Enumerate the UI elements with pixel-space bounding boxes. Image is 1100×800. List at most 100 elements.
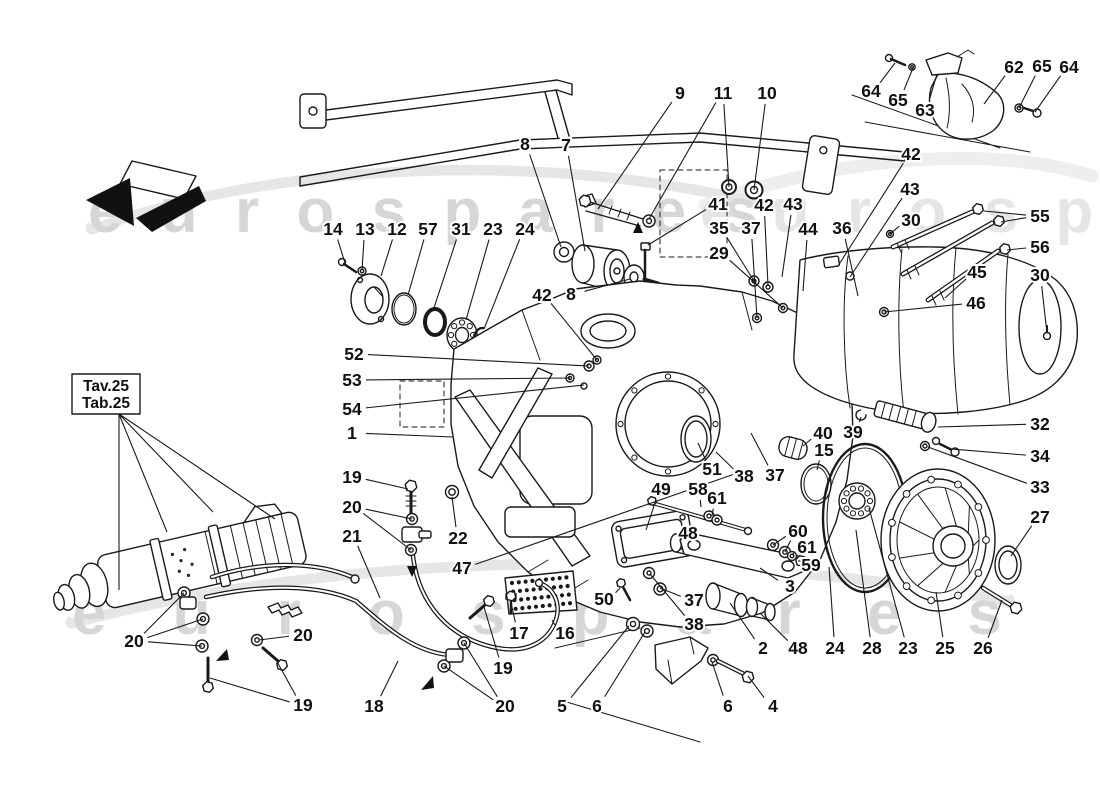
leader-line: [570, 625, 630, 698]
leader-line: [365, 377, 571, 381]
callout-33: 33: [1030, 477, 1050, 497]
callout-24: 24: [825, 638, 845, 658]
leader-line: [365, 508, 413, 520]
callout-16: 16: [555, 623, 575, 643]
callout-53: 53: [342, 370, 362, 390]
leader-line: [764, 215, 769, 287]
callout-20: 20: [495, 696, 515, 716]
callout-42: 42: [532, 285, 552, 305]
callout-48: 48: [678, 523, 698, 543]
callout-39: 39: [843, 422, 863, 442]
leader-line: [529, 154, 562, 248]
leader-line: [465, 239, 490, 321]
leader-line: [597, 101, 673, 210]
tav-line: Tav.25: [83, 378, 129, 395]
callout-23: 23: [898, 638, 918, 658]
heat-shield-assembly: [884, 49, 1042, 140]
callout-54: 54: [342, 399, 362, 419]
leader-line: [729, 259, 784, 309]
shield-screw-left-icon: [884, 53, 907, 67]
callout-19: 19: [493, 658, 513, 678]
leader-line: [567, 155, 586, 252]
leader-line: [550, 303, 598, 361]
callout-61: 61: [797, 537, 817, 557]
leader-line: [584, 278, 631, 292]
leader-line: [1041, 285, 1048, 334]
callout-2: 2: [758, 638, 768, 658]
callout-9: 9: [675, 83, 685, 103]
leader-line: [697, 442, 706, 460]
leader-line: [645, 499, 657, 531]
leader-line: [258, 635, 290, 641]
callout-48: 48: [788, 638, 808, 658]
callout-22: 22: [448, 528, 468, 548]
leader-line: [750, 432, 769, 466]
tab-line: Tab.25: [82, 395, 130, 412]
callout-1: 1: [347, 423, 357, 443]
callout-57: 57: [418, 219, 437, 239]
callout-8: 8: [566, 284, 576, 304]
leader-line: [209, 677, 290, 703]
callout-43: 43: [783, 194, 803, 214]
input-flange-bearing-cluster: [337, 257, 493, 356]
callout-50: 50: [594, 589, 614, 609]
callout-52: 52: [344, 344, 364, 364]
callout-41: 41: [708, 194, 728, 214]
leader-line: [837, 162, 904, 267]
leader-line: [759, 612, 789, 641]
callout-27: 27: [1030, 507, 1049, 527]
callout-11: 11: [714, 83, 733, 103]
leader-line: [337, 239, 346, 264]
leader-line: [983, 75, 1006, 105]
callout-6: 6: [592, 696, 602, 716]
leader-line: [711, 661, 724, 696]
leader-line: [615, 587, 621, 594]
leader-line: [772, 535, 787, 546]
callout-25: 25: [935, 638, 955, 658]
leader-line: [928, 73, 938, 100]
leader-line: [1006, 247, 1027, 251]
guard-plate: [504, 570, 578, 615]
callout-47: 47: [452, 558, 471, 578]
leader-line: [1034, 75, 1062, 113]
callout-38: 38: [684, 614, 704, 634]
upper-banjo-fittings: [401, 484, 460, 577]
callout-28: 28: [862, 638, 882, 658]
tav-reference-box: Tav.25 Tab.25: [71, 373, 276, 590]
callout-23: 23: [483, 219, 503, 239]
clutch-cover-assembly: [778, 436, 1022, 612]
leader-line: [1000, 217, 1027, 223]
callout-60: 60: [788, 521, 808, 541]
leader-line: [604, 631, 646, 698]
leader-line: [432, 239, 457, 312]
callout-3: 3: [785, 576, 795, 596]
leader-line: [828, 566, 835, 638]
callout-55: 55: [1030, 206, 1050, 226]
callout-34: 34: [1030, 446, 1050, 466]
leader-line: [715, 451, 734, 470]
leader-line: [1018, 75, 1036, 109]
callout-24: 24: [515, 219, 535, 239]
callout-37: 37: [741, 218, 760, 238]
leader-line: [816, 460, 820, 471]
callout-37: 37: [684, 590, 703, 610]
callout-56: 56: [1030, 237, 1050, 257]
bolt-head-icon: [404, 479, 418, 493]
callout-38: 38: [734, 466, 754, 486]
callout-64: 64: [861, 81, 881, 101]
callout-12: 12: [387, 219, 407, 239]
bolt-head-icon: [578, 194, 592, 208]
housing-bolts: [890, 209, 1001, 306]
callout-64: 64: [1059, 57, 1079, 77]
leader-line: [1010, 525, 1033, 557]
callout-63: 63: [915, 100, 935, 120]
callout-15: 15: [814, 440, 834, 460]
callout-51: 51: [702, 459, 722, 479]
callout-42: 42: [754, 195, 774, 215]
callout-18: 18: [364, 696, 384, 716]
leader-line: [791, 551, 796, 556]
leader-line: [648, 102, 717, 220]
leader-line: [407, 239, 425, 296]
leader-line: [723, 103, 730, 188]
callout-20: 20: [293, 625, 313, 645]
